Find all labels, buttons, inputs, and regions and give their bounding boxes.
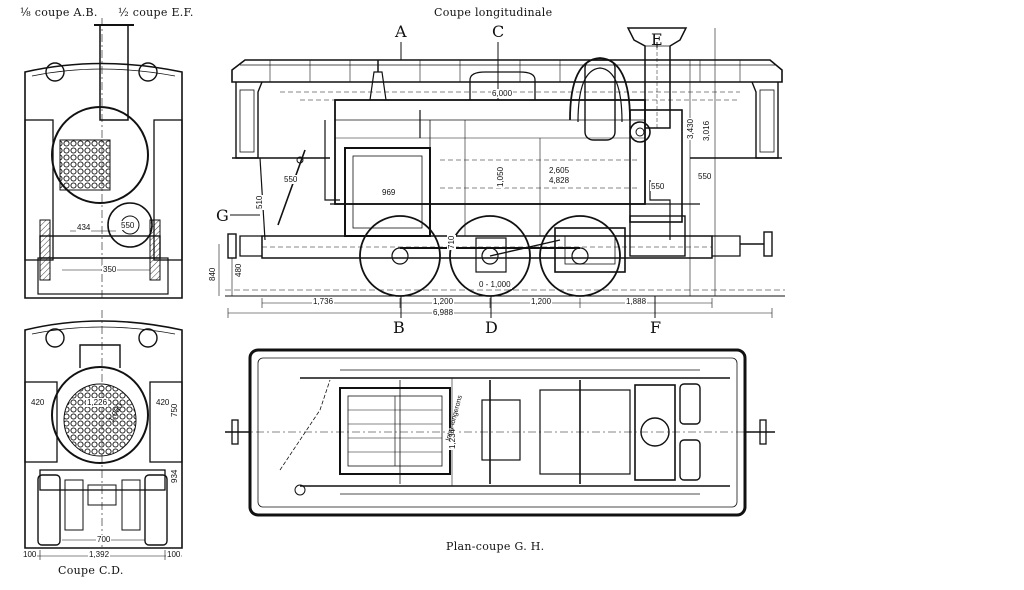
section-letter-e: E (651, 30, 663, 49)
dim-1392: 1,392 (88, 550, 111, 559)
drawing-sheet: ⅛ coupe A.B. ½ coupe E.F. Coupe longitud… (20, 6, 785, 577)
side-elevation (218, 27, 785, 318)
dim-1226: 1,226 (86, 398, 109, 407)
dim-510: 510 (255, 194, 264, 210)
dim-6988: 6,988 (432, 308, 455, 317)
dim-550-ab: 550 (120, 221, 136, 230)
dim-3016: 3,016 (702, 119, 711, 142)
dim-6000: 6,000 (491, 89, 514, 98)
front-section-cd (24, 310, 183, 560)
dim-1200-a: 1,200 (432, 297, 455, 306)
title-section-ab: ⅛ coupe A.B. (20, 6, 98, 19)
dim-100-left: 100 (22, 550, 38, 559)
section-letter-c: C (492, 22, 505, 41)
dim-100-right: 100 (166, 550, 182, 559)
dim-420-right: 420 (155, 398, 171, 407)
section-letter-f: F (650, 318, 662, 337)
dim-934: 934 (170, 468, 179, 484)
title-longitudinal: Coupe longitudinale (434, 6, 553, 19)
section-letter-g: G (216, 206, 229, 225)
title-plan: Plan-coupe G. H. (446, 540, 545, 553)
dim-3430: 3,430 (686, 117, 695, 140)
dim-1200-b: 1,200 (530, 297, 553, 306)
dim-4828: 4,828 (548, 176, 571, 185)
dim-480: 480 (234, 262, 243, 278)
dim-1000: 0 - 1,000 (478, 280, 512, 289)
dim-969: 969 (381, 188, 397, 197)
dim-550-front: 550 (697, 172, 713, 181)
section-letter-a: A (395, 22, 407, 41)
dim-550-smokebox: 550 (650, 182, 666, 191)
plan-section-gh (225, 348, 775, 517)
dim-750: 750 (170, 402, 179, 418)
dim-434: 434 (76, 223, 92, 232)
section-letter-d: D (485, 318, 498, 337)
front-section-ab (24, 18, 183, 300)
dim-350: 350 (102, 265, 118, 274)
dim-700: 700 (96, 535, 112, 544)
dim-1736: 1,736 (312, 297, 335, 306)
dim-420-left: 420 (30, 398, 46, 407)
dim-550-cab: 550 (283, 175, 299, 184)
dim-2605: 2,605 (548, 166, 571, 175)
locomotive-drawing (24, 18, 785, 560)
dim-840: 840 (208, 266, 217, 282)
title-section-ef: ½ coupe E.F. (118, 6, 194, 19)
dim-1888: 1,888 (625, 297, 648, 306)
section-letter-b: B (393, 318, 405, 337)
title-section-cd: Coupe C.D. (58, 564, 124, 577)
dim-1050: 1,050 (496, 165, 505, 188)
dim-710: 710 (447, 234, 456, 250)
